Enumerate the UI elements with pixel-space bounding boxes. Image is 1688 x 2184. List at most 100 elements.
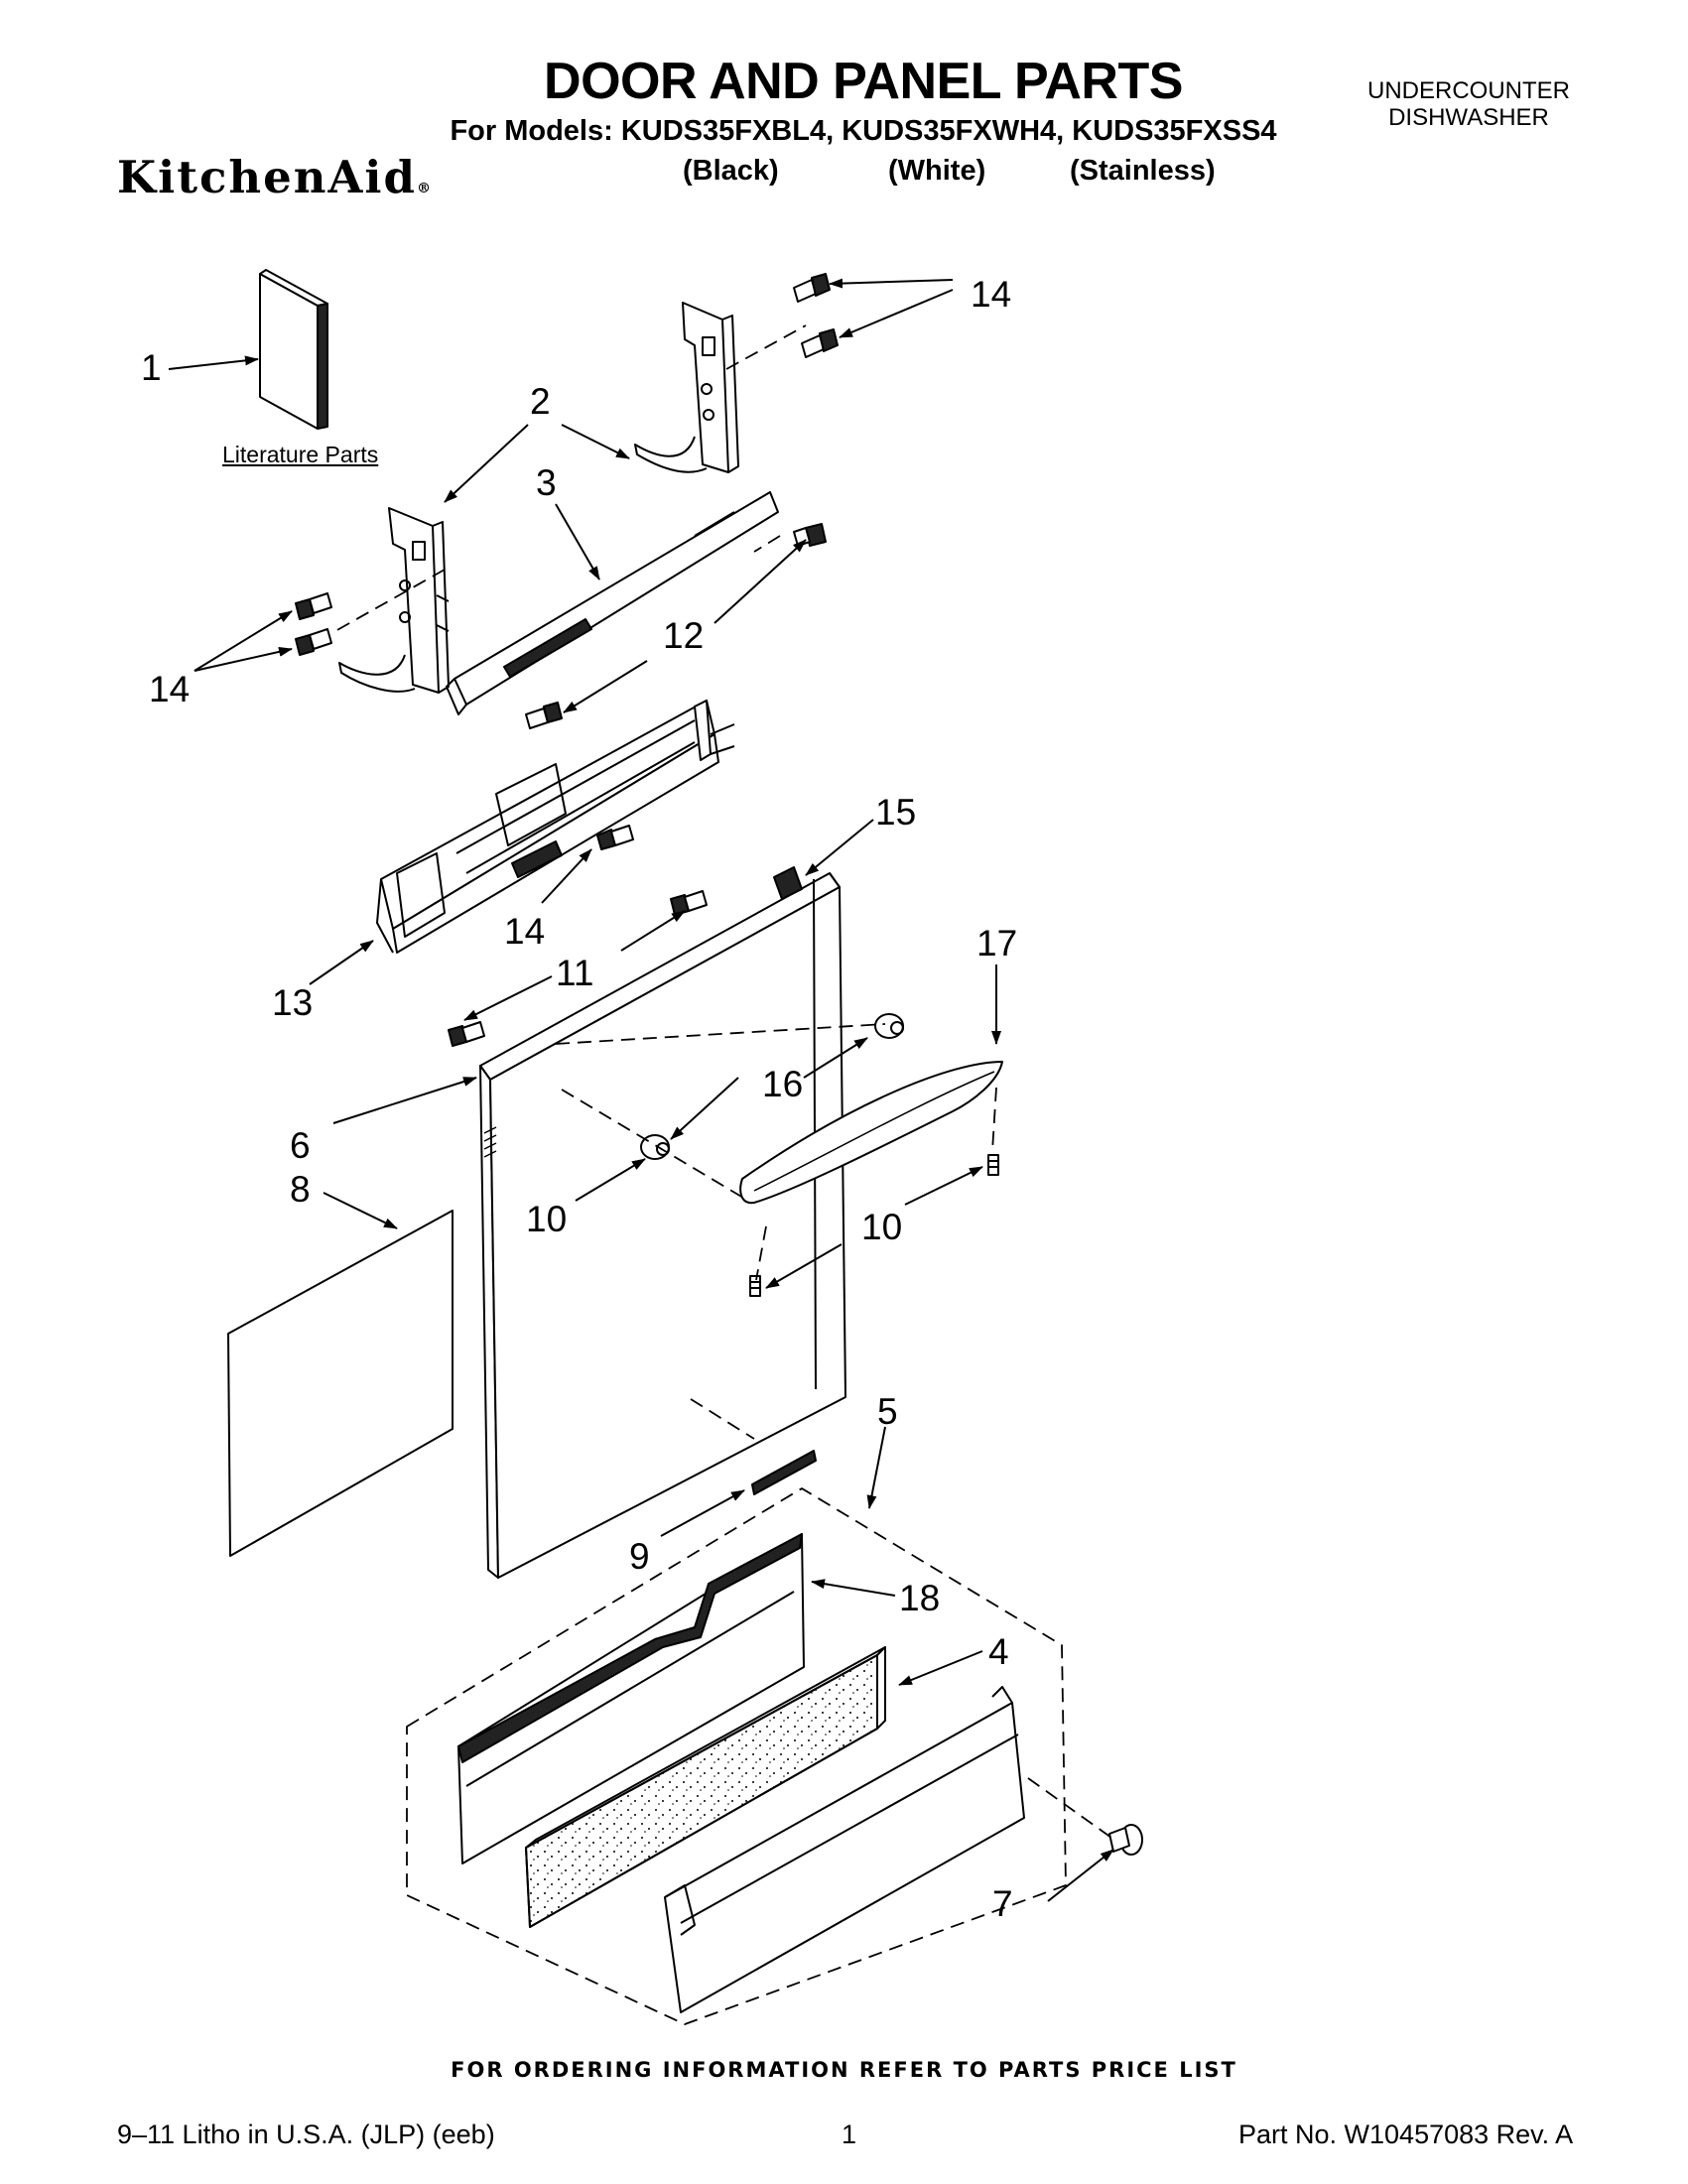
callout-17: 17 (976, 923, 1018, 964)
color-stainless: (Stainless) (1070, 155, 1216, 187)
hinge-bracket-right (634, 302, 739, 473)
registered-mark: ® (416, 181, 433, 196)
part-number: Part No. W10457083 Rev. A (1238, 2120, 1574, 2149)
leader-4 (898, 1650, 983, 1686)
callout-12: 12 (663, 615, 705, 656)
leader-14-top-1 (829, 278, 954, 289)
callout-13: 13 (272, 982, 314, 1023)
callout-4: 4 (988, 1631, 1009, 1672)
leader-9 (660, 1489, 745, 1537)
leader-12-lower (563, 660, 648, 713)
screw-14-top-2 (801, 328, 839, 358)
kit-outline-part-5 (406, 1487, 1067, 2025)
leader-14-console (541, 848, 592, 904)
leader-1 (168, 355, 259, 370)
guide-line (561, 1089, 749, 1202)
handle-screw-lower (749, 1275, 761, 1297)
leader-16-right (803, 1037, 868, 1079)
callout-2: 2 (530, 381, 551, 422)
literature-parts-label: Literature Parts (222, 442, 379, 467)
leader-11-top (620, 910, 686, 952)
leader-13 (309, 940, 374, 985)
screw-14-left-2 (295, 628, 332, 656)
callout-15: 15 (875, 792, 917, 833)
page-title: DOOR AND PANEL PARTS (544, 53, 1183, 110)
leader-14-left-2 (194, 646, 293, 672)
door-outer-panel (479, 872, 846, 1579)
handle-end-cap-right (874, 1013, 904, 1039)
guide-line (991, 1087, 997, 1152)
callout-8: 8 (290, 1169, 311, 1210)
leader-6 (332, 1077, 477, 1124)
door-handle (739, 1061, 1003, 1205)
toe-kick-bracket (664, 1686, 1025, 2013)
leader-8 (323, 1192, 398, 1229)
leader-10-left (575, 1158, 646, 1202)
leader-10-lower (765, 1243, 843, 1289)
appliance-type: UNDERCOUNTER DISHWASHER (1350, 77, 1588, 131)
screw-14-top-1 (793, 273, 831, 303)
callout-16: 16 (762, 1064, 804, 1104)
callout-1: 1 (141, 347, 162, 388)
appliance-type-line1: UNDERCOUNTER (1367, 77, 1570, 104)
screw-14-console (596, 825, 634, 850)
door-insulation-pad (227, 1210, 454, 1557)
ordering-note: FOR ORDERING INFORMATION REFER TO PARTS … (451, 2058, 1237, 2082)
callout-9: 9 (629, 1536, 650, 1577)
control-console-part (376, 700, 735, 954)
callout-14-console: 14 (504, 911, 546, 952)
callout-3: 3 (536, 462, 557, 503)
callout-10-right: 10 (861, 1207, 903, 1247)
callout-10-left: 10 (526, 1199, 568, 1239)
appliance-type-line2: DISHWASHER (1388, 104, 1549, 131)
hinge-bracket-left (338, 507, 450, 694)
leader-18 (811, 1579, 896, 1597)
screw-12-right (793, 523, 827, 547)
door-clip-part (773, 866, 803, 900)
literature-booklet-part (259, 269, 328, 430)
guide-line (755, 1225, 767, 1281)
guide-line (690, 1398, 755, 1440)
print-info: 9–11 Litho in U.S.A. (JLP) (eeb) (117, 2120, 495, 2149)
models-line: For Models: KUDS35FXBL4, KUDS35FXWH4, KU… (450, 115, 1277, 147)
color-white: (White) (888, 155, 986, 187)
leader-14-top-2 (839, 289, 954, 338)
leader-16-left (670, 1077, 739, 1140)
callout-6: 6 (290, 1125, 311, 1166)
callout-18: 18 (899, 1578, 941, 1618)
screw-11-top (670, 890, 708, 916)
callout-5: 5 (877, 1391, 898, 1432)
screw-12-lower (525, 702, 563, 729)
leader-14-left-1 (194, 610, 293, 672)
guide-line (753, 535, 781, 553)
page-number: 1 (842, 2120, 857, 2149)
leader-11-left (463, 975, 553, 1021)
screw-11-left (448, 1021, 485, 1047)
door-top-channel (446, 491, 779, 715)
handle-screw-right (987, 1154, 999, 1176)
brand-name: KitchenAid (117, 151, 417, 203)
guide-line (555, 1023, 886, 1045)
brand-logo: KitchenAid® (117, 151, 433, 203)
toe-panel-front (457, 1533, 805, 1864)
guide-line (334, 569, 446, 632)
nameplate-badge (751, 1450, 817, 1495)
screw-7 (1108, 1824, 1143, 1856)
callout-11: 11 (556, 953, 594, 993)
leader-5 (866, 1426, 886, 1509)
leader-12-right (714, 539, 807, 624)
leader-10-right (904, 1166, 983, 1206)
guide-line (1027, 1777, 1112, 1839)
callout-7: 7 (992, 1883, 1013, 1924)
leader-7 (1047, 1849, 1114, 1902)
leader-3 (555, 503, 600, 580)
color-black: (Black) (683, 155, 779, 187)
screw-14-left-1 (295, 592, 332, 620)
guide-line (725, 324, 807, 370)
leader-2-left (444, 424, 529, 503)
callout-14-top: 14 (971, 274, 1012, 315)
leader-15 (805, 819, 874, 876)
leader-2-right (561, 424, 630, 459)
toe-panel-foam-block (525, 1646, 886, 1928)
